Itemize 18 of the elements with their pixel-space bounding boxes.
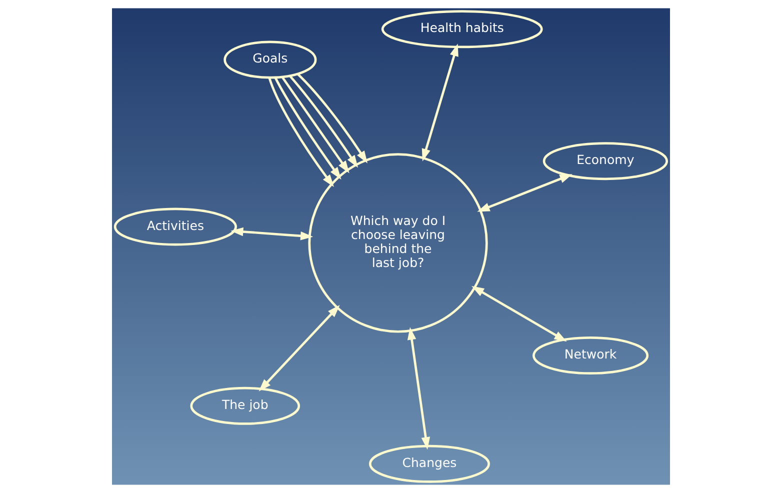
arrow (258, 305, 340, 392)
node-ellipse: Economy (542, 142, 668, 180)
arrow (422, 44, 458, 162)
arrow (477, 174, 572, 212)
node-ellipse: Goals (224, 40, 317, 79)
arrow (472, 286, 567, 342)
arrow (288, 75, 358, 168)
arrow (268, 77, 334, 188)
arrow (281, 76, 350, 174)
arrow (230, 227, 314, 240)
arrow (274, 77, 342, 180)
arrow (296, 73, 368, 164)
node-ellipse: Health habits (381, 10, 543, 48)
node-ellipse: Network (532, 336, 649, 375)
arrow (407, 327, 430, 450)
node-ellipse: Changes (368, 444, 490, 483)
node-ellipse: Activities (114, 208, 237, 246)
node-ellipse: The job (190, 386, 300, 425)
